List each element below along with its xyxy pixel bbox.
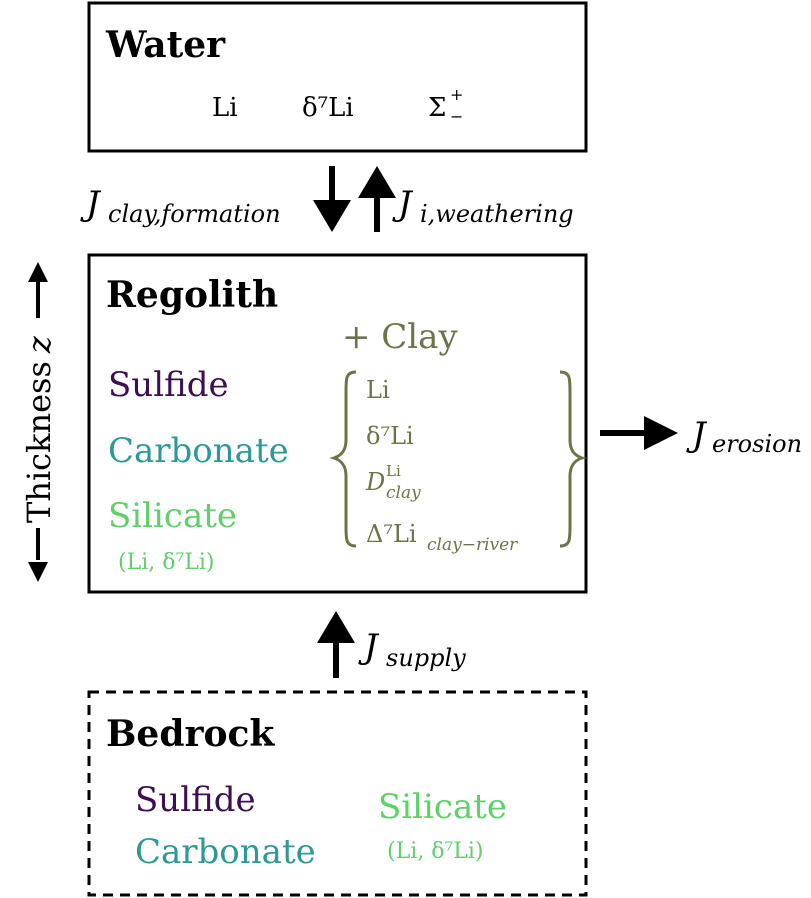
- clay-left-brace: [329, 370, 357, 548]
- water-box: Water Li δ⁷Li Σ + −: [87, 1, 588, 153]
- water-d7li: δ⁷Li: [302, 93, 354, 123]
- clay-right-brace: [559, 370, 587, 548]
- water-title: Water: [105, 24, 226, 66]
- clay-d-sub: clay: [386, 483, 421, 503]
- bedrock-sulfide: Sulfide: [135, 780, 256, 820]
- clay-d-main: D: [365, 468, 385, 496]
- clay-title: + Clay: [342, 317, 458, 357]
- bedrock-silicate-detail: (Li, δ⁷Li): [387, 839, 484, 864]
- thickness-arrow: Thicknessz: [20, 262, 58, 582]
- clay-li: Li: [366, 376, 390, 404]
- flux-supply-main: J: [358, 627, 380, 667]
- regolith-box: Regolith Sulfide Carbonate Silicate (Li,…: [87, 253, 588, 594]
- flux-clay-formation-main: J: [80, 184, 102, 224]
- flux-erosion-main: J: [686, 415, 708, 455]
- water-sigma-sup: +: [450, 85, 463, 104]
- flux-erosion-sub: erosion: [712, 430, 802, 458]
- clay-delta-main: Δ⁷Li: [366, 520, 417, 548]
- flux-clay-formation-label: J clay,formation: [80, 184, 281, 228]
- flux-weathering-main: J: [392, 184, 414, 224]
- flux-erosion-label: J erosion: [686, 415, 802, 458]
- bedrock-carbonate: Carbonate: [135, 832, 316, 872]
- arrow-erosion: [600, 416, 678, 450]
- regolith-sulfide: Sulfide: [108, 365, 229, 405]
- flux-supply-label: J supply: [358, 627, 466, 672]
- water-sigma-symbol: Σ: [428, 93, 446, 123]
- regolith-carbonate: Carbonate: [108, 431, 289, 471]
- flux-supply-sub: supply: [386, 644, 466, 672]
- bedrock-box: Bedrock Sulfide Carbonate Silicate (Li, …: [87, 690, 588, 897]
- regolith-title: Regolith: [106, 274, 278, 316]
- water-sigma-sub: −: [450, 107, 463, 126]
- flux-weathering-label: J i,weathering: [392, 184, 574, 228]
- flux-clay-formation-sub: clay,formation: [108, 200, 281, 228]
- arrow-weathering: [358, 166, 396, 232]
- arrow-clay-formation: [313, 166, 351, 232]
- flux-weathering-sub: i,weathering: [420, 200, 574, 228]
- regolith-silicate: Silicate: [108, 496, 237, 536]
- clay-d-sup: Li: [386, 462, 401, 480]
- thickness-label: Thicknessz: [20, 335, 58, 523]
- clay-delta-sub: clay−river: [427, 535, 518, 555]
- regolith-silicate-detail: (Li, δ⁷Li): [118, 550, 215, 575]
- bedrock-silicate: Silicate: [378, 787, 507, 827]
- arrow-supply: [317, 611, 355, 678]
- bedrock-title: Bedrock: [106, 713, 275, 755]
- water-li: Li: [212, 93, 238, 123]
- clay-d-coefficient: D Li clay: [365, 462, 421, 503]
- clay-delta-fractionation: Δ⁷Li clay−river: [366, 520, 518, 555]
- clay-d7li: δ⁷Li: [366, 422, 414, 450]
- water-sigma: Σ + −: [428, 85, 463, 126]
